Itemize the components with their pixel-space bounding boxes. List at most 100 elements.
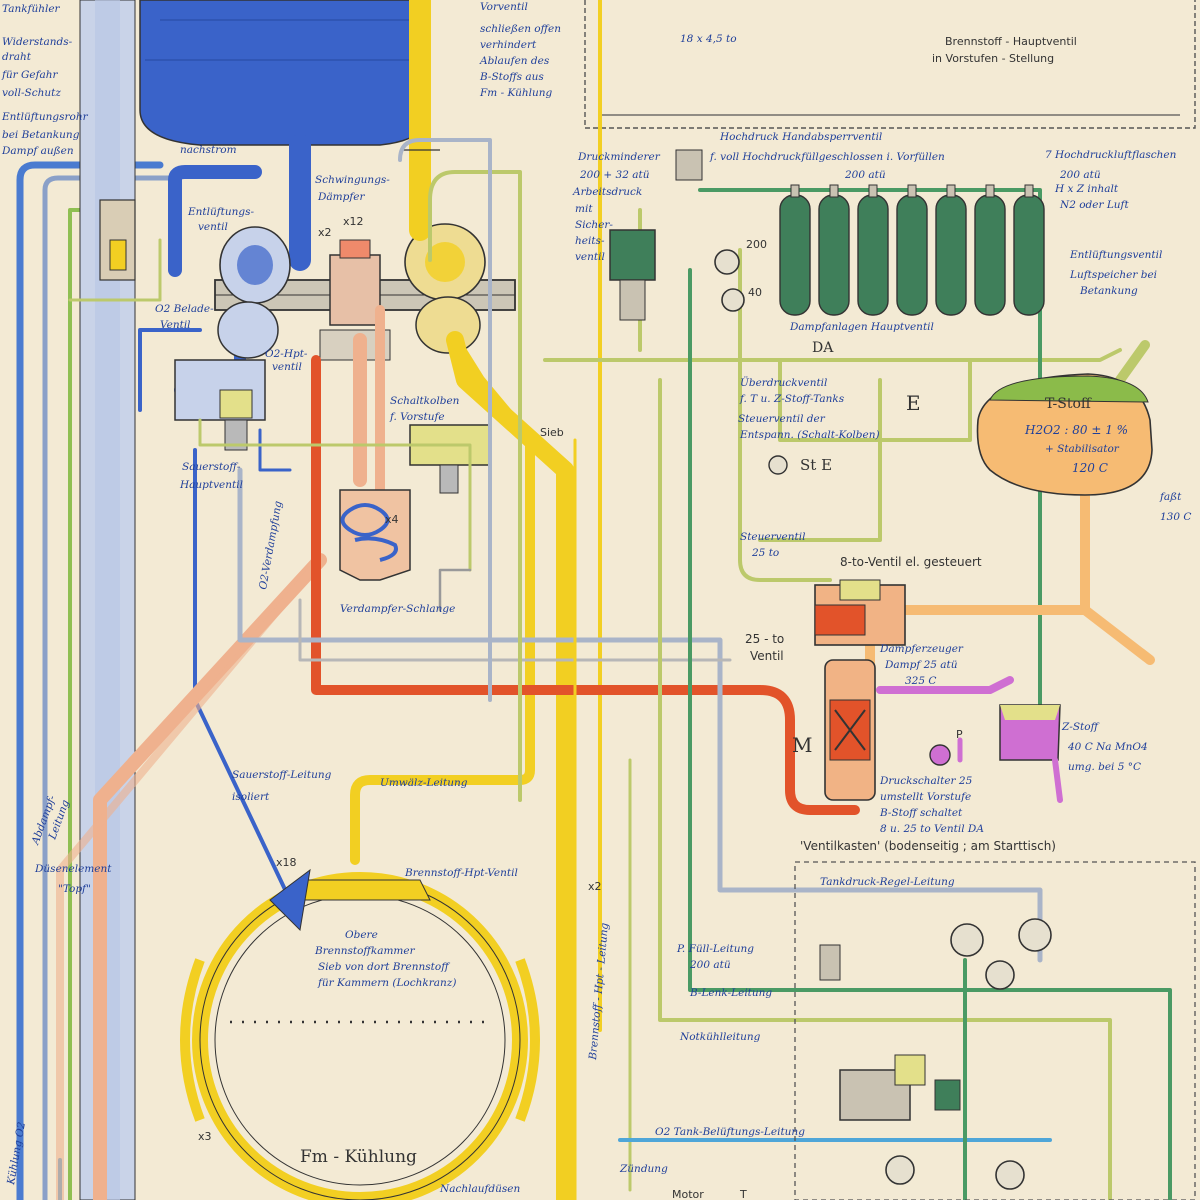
bottle-neck [907, 184, 917, 198]
steam-generator [814, 579, 906, 801]
label-schwing: Schwingungs- [315, 174, 390, 186]
label-druck-schalt-3: B-Stoff schaltet [879, 807, 963, 819]
label-hand-absperr-2: f. voll Hochdruckfüllgeschlossen i. Vorf… [709, 151, 945, 163]
label-entlueft-r: Entlüftungsventil [1069, 249, 1162, 261]
label-fass: faßt [1159, 491, 1182, 503]
label-x18: x18 [276, 856, 297, 869]
label-notkuehl: Notkühlleitung [679, 1031, 761, 1043]
label-ueberdruck-2: f. T u. Z-Stoff-Tanks [739, 393, 845, 405]
label-x2b: x2 [588, 880, 602, 893]
label-o2-hpt: O2-Hpt- [265, 348, 308, 360]
label-vorventil-4: Ablaufen des [479, 55, 550, 67]
label-brenn-steu-2: Entspann. (Schalt-Kolben) [739, 429, 880, 441]
bottle-neck [1024, 184, 1034, 198]
pressure-bottle [779, 194, 811, 316]
label-dampferz-2: Dampf 25 atü [884, 659, 958, 671]
label-entlueft-r-3: Betankung [1079, 285, 1138, 297]
label-brenn-hpt: Brennstoff-Hpt-Ventil [404, 867, 518, 879]
pressure-bottle [974, 194, 1006, 316]
label-hand-absperr: Hochdruck Handabsperrventil [719, 131, 882, 143]
label-o2-tank: O2 Tank-Belüftungs-Leitung [655, 1126, 805, 1138]
label-schalt-2: f. Vorstufe [389, 411, 445, 423]
label-main-valve: Brennstoff - Hauptventil [945, 35, 1077, 48]
zstoff-system [876, 676, 1063, 803]
label-blasleit: B-Lenk-Leitung [689, 987, 772, 999]
bottle-neck [868, 184, 878, 198]
label-tstoff-3: + Stabilisator [1045, 443, 1120, 455]
label-ventilkasten: 'Ventilkasten' (bodenseitig ; am Startti… [800, 839, 1056, 853]
label-p: P [956, 728, 963, 741]
label-da: DA [812, 340, 834, 356]
label-dampf-haupt: Dampfanlagen Hauptventil [789, 321, 934, 333]
bottle-neck [985, 184, 995, 198]
label-m: M [792, 733, 812, 757]
label-g40: 40 [748, 286, 762, 299]
label-sauer-haupt-2: Hauptventil [179, 479, 243, 491]
label-ste: St E [800, 456, 832, 474]
label-o2-bel-2: Ventil [160, 319, 191, 331]
label-entlueft-r-2: Luftspeicher bei [1069, 269, 1157, 281]
label-hand-absperr-3: 200 atü [844, 169, 886, 181]
label-umwaelz: Umwälz-Leitung [380, 777, 468, 789]
label-x2: x2 [318, 226, 332, 239]
label-obere-4: für Kammern (Lochkranz) [317, 977, 456, 989]
pressure-reducer [609, 149, 703, 352]
label-schwing-2: Dämpfer [317, 191, 365, 203]
label-duesen-2: "Topf" [58, 883, 91, 895]
label-dampferz-3: 325 C [905, 675, 936, 687]
label-vorventil-3: verhindert [480, 39, 537, 51]
control-lines [68, 138, 1172, 1200]
label-left-7: bei Betankung [2, 129, 80, 141]
label-flaschen: 7 Hochdruckluftflaschen [1045, 149, 1177, 161]
label-o2-bel: O2 Belade- [155, 303, 214, 315]
label-zstoff: Z-Stoff [1061, 721, 1100, 733]
label-obere: Obere [345, 929, 378, 941]
label-druck-schalt-4: 8 u. 25 to Ventil DA [880, 823, 984, 835]
label-main-valve-2: in Vorstufen - Stellung [932, 52, 1054, 65]
label-x3: x3 [198, 1130, 212, 1143]
label-v25to: 25 - to [745, 632, 784, 646]
label-druckmind: Druckminderer [577, 151, 661, 163]
label-nachstrom: nachstrom [180, 144, 237, 156]
label-zuendung: Zündung [619, 1163, 668, 1175]
gauges [714, 249, 1052, 1190]
bottle-neck [946, 184, 956, 198]
label-sauer-leit: Sauerstoff-Leitung [232, 769, 332, 781]
label-flaschen-3: H x Z inhalt [1054, 183, 1119, 195]
label-vorventil-2: schließen offen [480, 23, 561, 35]
label-steuerventil-2: 25 to [751, 547, 779, 559]
label-obere-2: Brennstoffkammer [314, 945, 416, 957]
label-left-8: Dampf außen [1, 145, 74, 157]
label-g200: 200 [746, 238, 767, 251]
label-tstoff-4: 120 C [1072, 461, 1108, 475]
label-vorventil-5: B-Stoffs aus [479, 71, 544, 83]
label-sauer-leit-2: isoliert [232, 791, 270, 803]
label-dampferz: Dampferzeuger [879, 643, 964, 655]
label-sauer-haupt: Sauerstoff- [182, 461, 241, 473]
bottle-neck [829, 184, 839, 198]
label-tstoff-2: H2O2 : 80 ± 1 % [1024, 423, 1128, 437]
label-v25to-2: Ventil [750, 649, 784, 663]
label-tstoff: T-Stoff [1045, 396, 1092, 412]
pressure-bottle [857, 194, 889, 316]
label-left-1: Tankfühler [2, 3, 61, 15]
combustion-chamber [180, 868, 540, 1200]
label-x4: x4 [385, 513, 399, 526]
turbopump [214, 223, 516, 361]
pressure-bottle [818, 194, 850, 316]
label-motor: Motor [672, 1188, 704, 1200]
label-druckmind-6: heits- [575, 235, 605, 247]
valve-box [794, 861, 1196, 1200]
evaporator [339, 489, 411, 581]
label-druckmind-3: Arbeitsdruck [572, 186, 642, 198]
label-o2-hpt-2: ventil [272, 361, 302, 373]
label-flaschen-4: N2 oder Luft [1059, 199, 1129, 211]
label-pfuell: P. Füll-Leitung [676, 943, 754, 955]
bottle-neck [790, 184, 800, 198]
label-left-4: für Gefahr [1, 69, 59, 81]
pressure-bottle [896, 194, 928, 316]
label-entlueft-2: ventil [198, 221, 228, 233]
label-druckmind-2: 200 + 32 atü [579, 169, 650, 181]
pressure-bottle [1013, 194, 1045, 316]
label-x12: x12 [343, 215, 364, 228]
